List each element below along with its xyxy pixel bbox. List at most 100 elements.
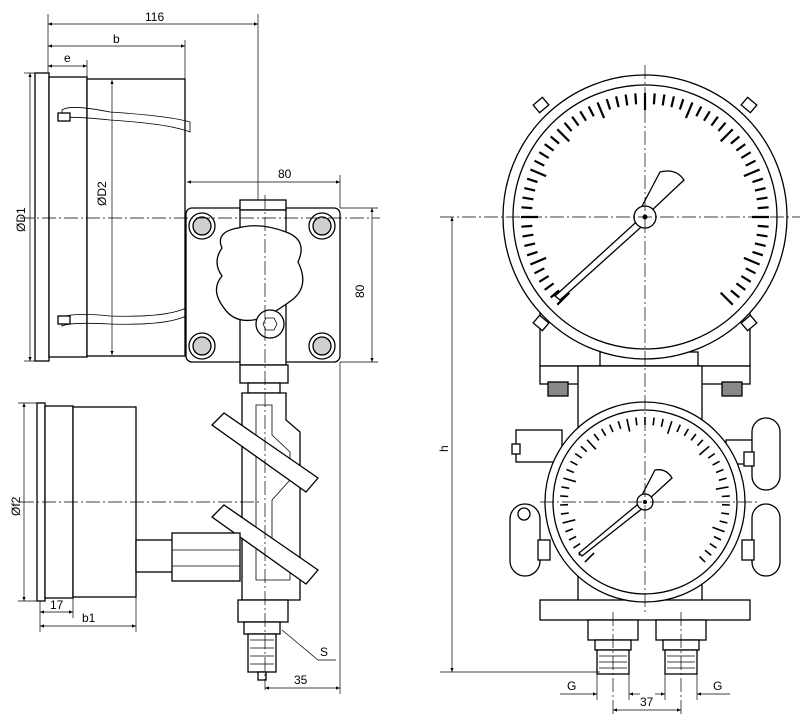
main-scale-tick: [522, 196, 534, 201]
main-scale-tick: [571, 116, 580, 127]
main-scale-tick: [522, 233, 534, 238]
main-gauge-scale: [521, 93, 769, 306]
bottom-hex-nut: [237, 599, 289, 623]
upper-strap: [61, 107, 191, 133]
aux-scale-tick: [566, 468, 575, 474]
main-scale-tick: [544, 143, 555, 152]
aux-scale-tick: [721, 495, 730, 498]
main-scale-tick: [538, 151, 550, 159]
aux-scale-tick: [712, 526, 725, 533]
dim-s-label: S: [320, 645, 328, 659]
valve-hex-cap: [255, 309, 285, 339]
bottom-collar: [243, 621, 281, 635]
dim-80-v-label: 80: [353, 284, 367, 298]
main-scale-tick: [684, 101, 694, 119]
aux-connector-pipe: [135, 539, 175, 573]
aux-scale-tick: [560, 495, 569, 498]
main-scale-tick: [615, 96, 620, 108]
main-scale-tick: [538, 275, 550, 283]
main-gauge-bezel: [34, 72, 50, 362]
aux-scale-tick: [721, 512, 730, 515]
aux-gauge-scale: [560, 417, 730, 563]
main-scale-tick: [670, 96, 675, 108]
aux-scale-tick: [715, 468, 724, 474]
valve-body-lobes: [215, 225, 304, 322]
right-upper-knob: [751, 417, 781, 491]
dim-g-left-label: G: [567, 679, 576, 693]
main-scale-tick: [710, 116, 719, 127]
side-view-main-gauge: [34, 72, 341, 681]
main-scale-tick: [534, 267, 545, 275]
main-scale-tick: [756, 233, 768, 238]
upper-handle: [210, 412, 319, 493]
flange-top-boss: [239, 199, 287, 211]
dim-d1-label: ØD1: [14, 207, 28, 232]
main-scale-tick: [745, 159, 756, 167]
main-scale-tick: [549, 135, 560, 145]
main-scale-tick: [735, 143, 746, 152]
main-scale-tick: [740, 151, 752, 159]
main-scale-tick: [556, 128, 571, 143]
aux-scale-tick: [666, 421, 673, 434]
aux-scale-tick: [676, 424, 682, 433]
main-scale-tick: [534, 159, 545, 167]
aux-scale-tick: [698, 555, 706, 563]
dim-e-label: e: [64, 51, 71, 65]
aux-scale-tick: [707, 452, 716, 459]
main-scale-tick: [556, 291, 571, 306]
aux-scale-tick: [690, 433, 697, 441]
aux-scale-tick: [565, 528, 574, 533]
aux-scale-tick: [560, 512, 569, 515]
main-scale-tick: [730, 289, 741, 299]
stem-upper-collar: [239, 364, 289, 384]
dim-17-label: 17: [50, 598, 64, 612]
main-scale-tick: [743, 256, 761, 266]
aux-scale-tick: [586, 439, 597, 450]
aux-scale-tick: [696, 439, 704, 447]
main-scale-tick: [521, 224, 533, 228]
dim-d2-label: ØD2: [95, 181, 109, 206]
main-gauge-case: [86, 78, 186, 357]
lower-strap-clamp: [57, 315, 71, 325]
dim-h-label: h: [437, 445, 451, 452]
main-scale-tick: [757, 224, 769, 228]
aux-connector-hex: [171, 532, 241, 582]
aux-scale-tick: [704, 549, 712, 556]
aux-scale-tick: [608, 424, 614, 433]
aux-scale-tick: [626, 418, 631, 432]
main-scale-tick: [587, 106, 595, 117]
main-scale-tick: [740, 275, 752, 283]
lower-handle: [210, 504, 319, 585]
dim-35-label: 35: [294, 673, 308, 687]
aux-scale-tick: [617, 421, 622, 430]
aux-scale-tick: [580, 445, 588, 453]
aux-scale-tick: [584, 552, 595, 563]
main-scale-tick: [652, 93, 656, 105]
main-scale-tick: [717, 121, 727, 132]
aux-scale-tick: [600, 428, 607, 437]
dim-b-label: b: [113, 32, 120, 46]
upper-strap-clamp: [57, 112, 71, 122]
aux-scale-tick: [713, 535, 722, 541]
dim-116-label: 116: [145, 10, 164, 24]
aux-scale-tick: [719, 520, 728, 524]
main-scale-tick: [757, 206, 769, 210]
stem-hex: [247, 382, 281, 394]
main-scale-tick: [526, 250, 538, 257]
main-scale-tick: [549, 289, 560, 299]
main-scale-tick: [743, 168, 761, 178]
main-scale-tick: [752, 177, 764, 184]
main-scale-tick: [756, 196, 768, 201]
main-scale-tick: [524, 187, 536, 192]
aux-scale-tick: [715, 486, 729, 490]
aux-scale-tick: [635, 417, 638, 426]
main-scale-tick: [678, 98, 685, 110]
main-scale-tick: [719, 128, 734, 143]
main-scale-tick: [596, 101, 606, 119]
aux-scale-tick: [568, 535, 577, 541]
aux-scale-tick: [570, 460, 578, 466]
main-scale-tick: [524, 242, 536, 247]
main-scale-tick: [661, 94, 666, 106]
aux-scale-tick: [652, 417, 655, 426]
main-scale-tick: [634, 93, 638, 105]
